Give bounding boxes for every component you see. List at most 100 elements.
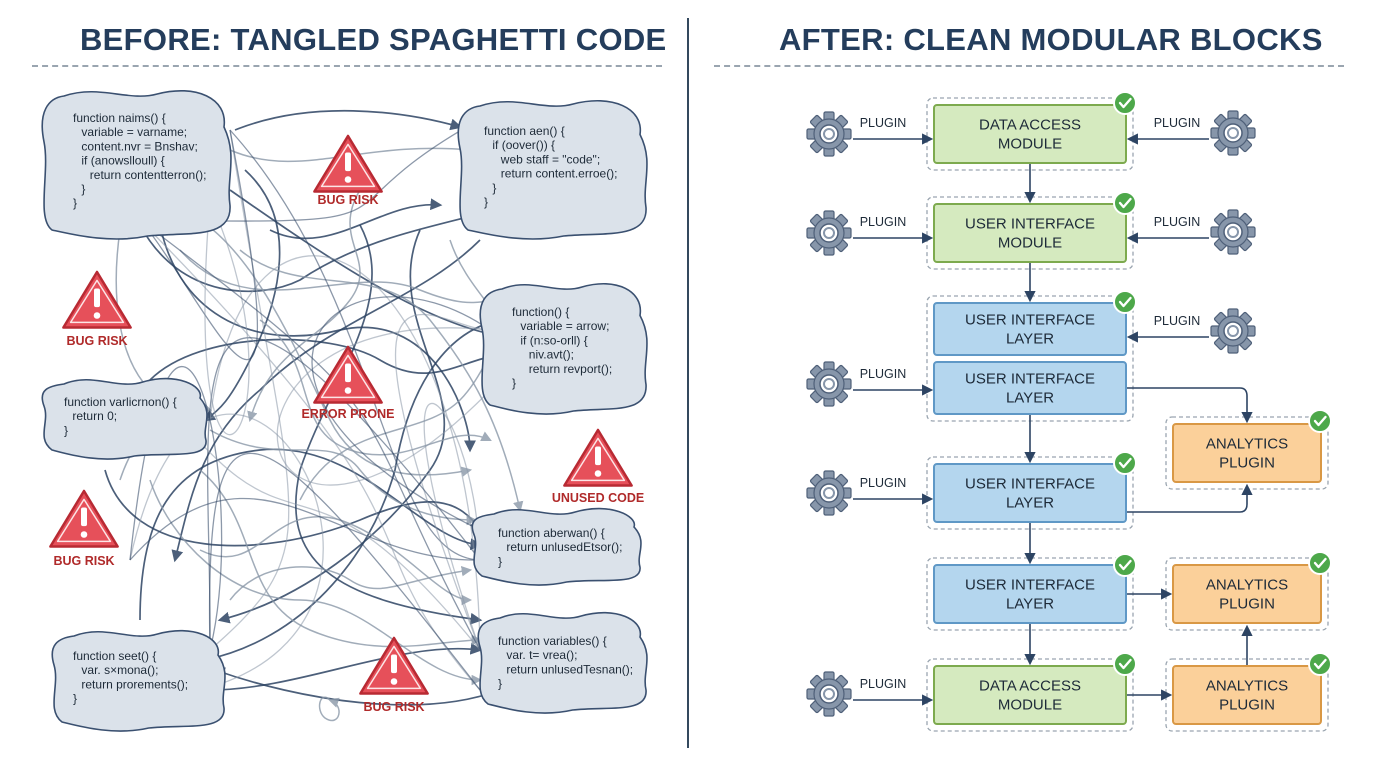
warning-label: BUG RISK [53,554,114,568]
warning-marker: UNUSED CODE [552,428,644,505]
title-underline-left [32,65,662,67]
module-label: ANALYTICS [1206,436,1288,453]
warning-marker: BUG RISK [313,134,383,207]
plugin-label: PLUGIN [860,677,907,691]
code-line: } [73,692,77,706]
tangle-curve-dark [149,338,503,381]
module-box [933,665,1127,725]
plugin-label: PLUGIN [860,367,907,381]
before-title: BEFORE: TANGLED SPAGHETTI CODE [80,22,667,57]
code-line: return unlusedTesnan(); [506,662,633,676]
code-line: } [498,677,502,691]
code-line: variable = arrow; [520,319,609,333]
plugin-connector: PLUGIN [806,671,934,717]
gear-icon [806,111,852,157]
tangle-curve-extra [311,296,491,531]
code-line: } [73,196,77,210]
module-box [933,463,1127,523]
blob-5: function aberwan() {return unlusedEtsor(… [471,507,642,586]
tangle-curve-dark [159,224,476,453]
code-line: return unlusedEtsor(); [506,540,622,554]
plugin-label: PLUGIN [860,476,907,490]
blob-4: function varlicrnon() {return 0;} [41,377,208,460]
code-blob-shape [477,611,648,714]
plugin-connector: PLUGIN [1126,209,1256,255]
code-line: if (oover()) { [492,138,555,152]
code-line: if (anowslloull) { [81,154,164,168]
code-line: function aberwan() { [498,526,605,540]
code-blobs: function naims() {variable = varname;con… [41,90,648,732]
check-icon [1113,553,1137,577]
plugin-label: PLUGIN [1154,314,1201,328]
plugin-connector: PLUGIN [1126,110,1256,156]
code-line: return prorements(); [81,677,188,691]
tangle-curve-dark [212,667,501,706]
title-underline-right [714,65,1344,67]
tangle-curve-light [259,319,492,456]
code-blob-shape [457,100,648,240]
check-icon [1308,652,1332,676]
tangle-curve-light [229,565,473,601]
code-blob-shape [471,507,642,586]
warning-marker: BUG RISK [49,489,119,568]
code-line: } [484,195,488,209]
tangle-curve-extra [423,402,481,651]
tangle-curve-light [247,189,361,423]
code-line: web staff = "code"; [500,152,600,166]
gear-icon [806,361,852,407]
code-line: var. s×mona(); [81,663,158,677]
tangle-curve-extra [139,219,481,691]
code-line: return 0; [72,409,117,423]
module-label: USER INTERFACE [965,216,1095,233]
module-label: LAYER [1006,390,1054,407]
code-line: } [64,423,68,437]
tangle-curve-light [199,469,483,648]
tangle-curve-light [318,696,340,722]
module-label: USER INTERFACE [965,577,1095,594]
warning-marker: ERROR PRONE [301,345,395,421]
tangle-curve-light [179,249,503,306]
module-label: USER INTERFACE [965,371,1095,388]
check-icon [1113,451,1137,475]
code-line: function seet() { [73,649,156,663]
module-label: USER INTERFACE [965,312,1095,329]
tangle-curve-light [199,219,473,477]
gear-icon [1210,209,1256,255]
after-title: AFTER: CLEAN MODULAR BLOCKS [779,22,1323,57]
code-line: function aen() { [484,124,565,138]
module-block: USER INTERFACE LAYER [933,361,1127,415]
code-line: } [512,376,516,390]
module-box [933,302,1127,356]
tangle-curve-extra [276,327,501,486]
blob-2: function aen() {if (oover()) {web staff … [457,100,648,240]
code-line: } [81,182,85,196]
blob-7: function variables() {var. t= vrea();ret… [477,611,648,714]
tangle-curve-light [239,249,524,513]
tangle-curve-extra [129,497,481,561]
tangle-curve-dark [171,239,481,563]
tangle-curve-extra [139,129,259,361]
tangle-curve-dark [295,224,483,625]
gear-icon [806,470,852,516]
warning-label: BUG RISK [317,193,378,207]
tangle-curve-extra [209,255,481,651]
tangle-curve-dark [203,169,281,422]
module-label: DATA ACCESS [979,117,1081,134]
blob-6: function seet() {var. s×mona();return pr… [51,629,226,732]
tangle-curve-dark [139,206,498,293]
tangle-curve-dark [217,229,446,624]
plugin-label: PLUGIN [1154,116,1201,130]
gear-icon [1210,308,1256,354]
module-box [933,104,1127,164]
